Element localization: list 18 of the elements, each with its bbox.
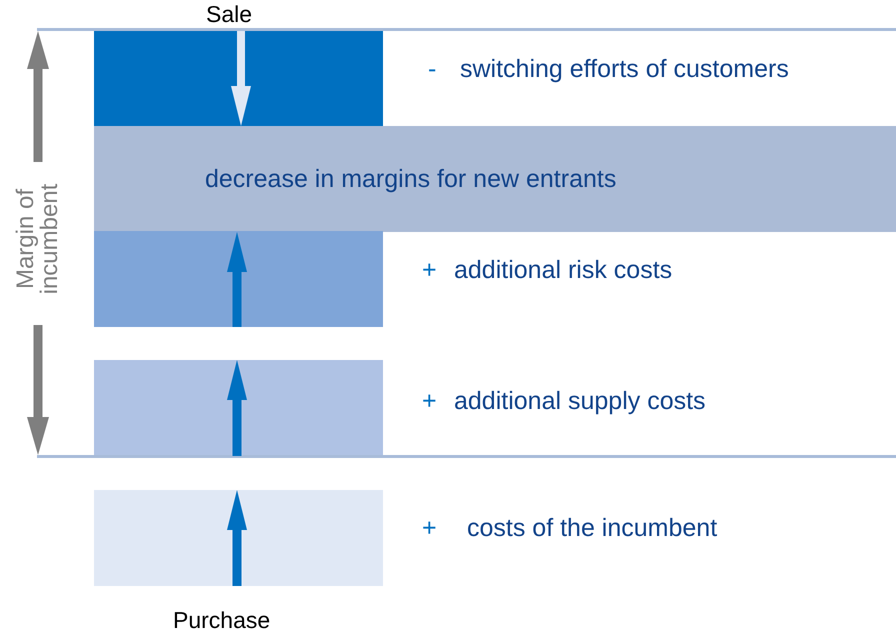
sign-symbol: + [422,514,437,543]
cost-block [94,490,383,586]
axis-label: Margin of incumbent [14,182,62,296]
cost-label: additional risk costs [454,256,672,285]
sign-symbol: - [428,55,436,84]
block-arrow [227,232,247,327]
axis-end-label: Sale [206,1,252,27]
cost-block [94,231,383,327]
sign-symbol: + [422,387,437,416]
axis-end-label: Purchase [173,607,270,633]
band-label: decrease in margins for new entrants [205,164,616,194]
cost-label: switching efforts of customers [460,55,789,84]
margin-band [94,126,896,232]
cost-block [94,360,383,456]
sign-symbol: + [422,256,437,285]
cost-block [94,31,383,126]
cost-label: additional supply costs [454,387,706,416]
cost-label: costs of the incumbent [467,514,718,543]
